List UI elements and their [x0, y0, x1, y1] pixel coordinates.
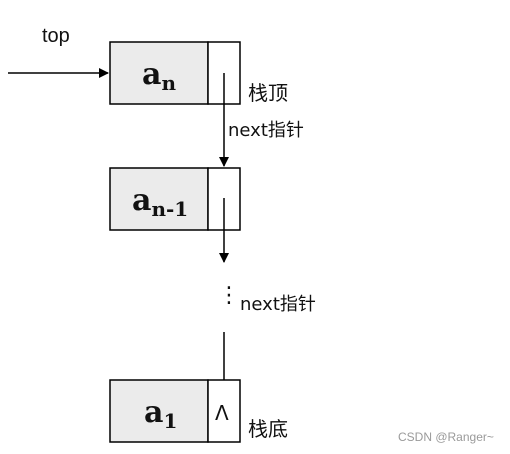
stack-bottom-label: 栈底: [248, 417, 288, 441]
node-an-label: an: [142, 57, 176, 95]
node-a1-data-cell: [109, 379, 209, 443]
watermark: CSDN @Ranger~: [398, 430, 494, 444]
node-a1-label: a1: [144, 395, 177, 433]
top-pointer-label: top: [42, 25, 70, 47]
stack-top-label: 栈顶: [248, 81, 288, 105]
ellipsis: ⋮: [218, 283, 240, 308]
next-pointer-label-1: next指针: [228, 120, 304, 141]
node-an-1-label: an-1: [132, 183, 188, 221]
node-an-1: an-1: [109, 167, 241, 231]
null-pointer-symbol: Λ: [215, 401, 229, 425]
node-an: an: [109, 41, 241, 105]
node-a1-next-cell: [207, 379, 241, 443]
next-pointer-label-2: next指针: [240, 294, 316, 315]
node-a1: a1 Λ: [109, 379, 241, 443]
